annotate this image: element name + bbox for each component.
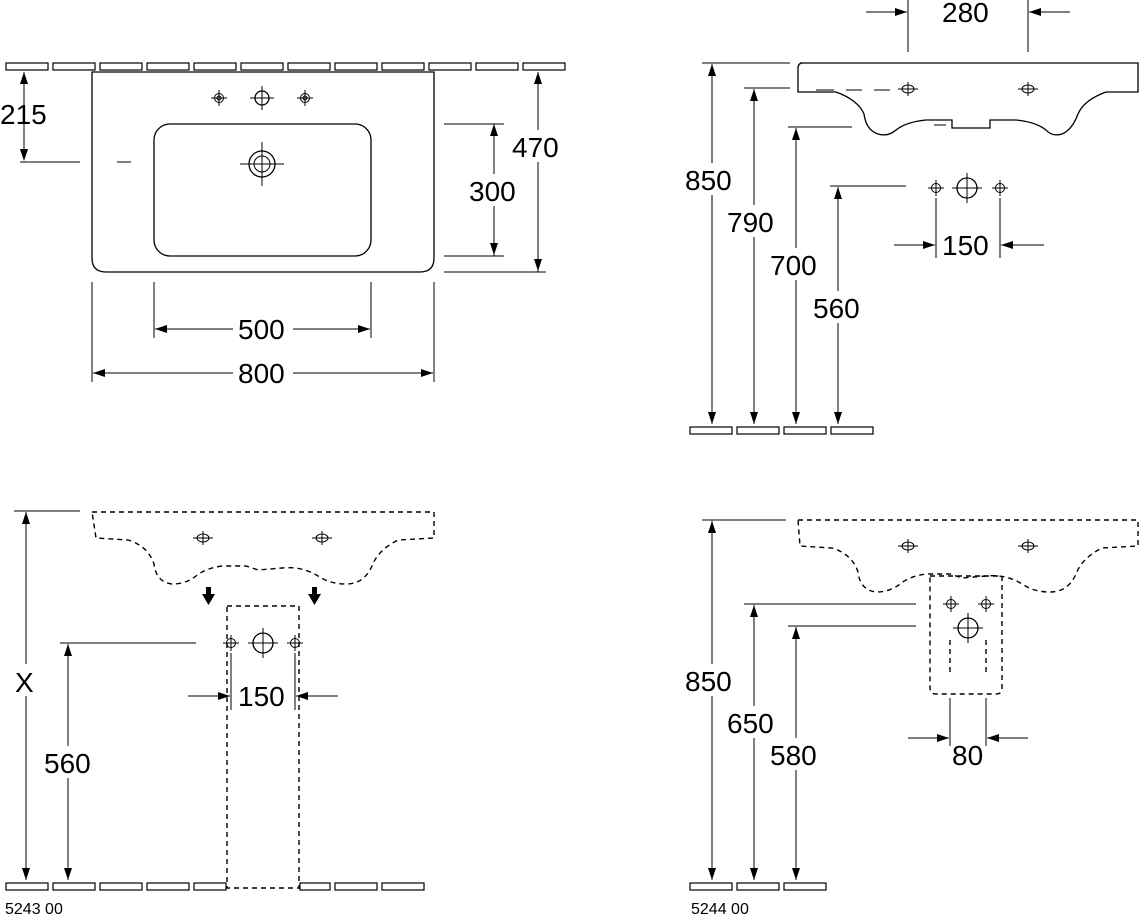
dimension-215-label: 215 [0, 99, 47, 130]
dimension-650-label: 650 [727, 708, 774, 739]
dimension-700: 700 [768, 128, 822, 424]
dimension-80: 80 [908, 698, 1028, 771]
dimension-x: X [12, 512, 42, 880]
tap-hole-right-icon [296, 89, 314, 107]
dimension-850: 850 [684, 64, 738, 424]
waste-hole-icon [953, 613, 983, 643]
fixing-hole-left-icon [193, 531, 213, 545]
dimension-215: 215 [0, 72, 80, 163]
dimension-560-label: 560 [813, 293, 860, 324]
pedestal-dashed-outline [226, 605, 300, 889]
drain-icon [240, 142, 284, 186]
side-view: 280 150 85 [684, 0, 1139, 435]
dimension-x-label: X [15, 667, 34, 698]
dimension-500: 500 [153, 282, 372, 345]
dimension-790: 790 [726, 89, 780, 424]
dimension-150: 150 [894, 198, 1044, 261]
dimension-150-label: 150 [238, 681, 285, 712]
valve-holes-icon [927, 173, 1009, 203]
dimension-300: 300 [444, 123, 520, 257]
dimension-800: 800 [91, 282, 435, 389]
product-code: 5243 00 [5, 901, 63, 918]
dimension-150-label: 150 [942, 230, 989, 261]
dimension-790-label: 790 [727, 207, 774, 238]
tap-hole-center-icon [250, 86, 274, 110]
valve-holes-icon [222, 628, 304, 658]
dimension-580-label: 580 [770, 740, 817, 771]
bowl-outline [153, 123, 372, 257]
dimension-560: 560 [812, 187, 866, 424]
basin-dashed-outline [91, 511, 435, 585]
fixing-hole-right-icon [1018, 539, 1038, 553]
dimension-850: 850 [684, 521, 738, 880]
dimension-650: 650 [726, 605, 780, 880]
fixing-hole-left-icon [898, 539, 918, 553]
fixing-hole-right-icon [1018, 82, 1038, 96]
dimension-580: 580 [768, 627, 822, 880]
dimension-500-label: 500 [238, 314, 285, 345]
floor-bars [689, 882, 827, 891]
product-code: 5244 00 [691, 901, 749, 918]
tap-hole-left-icon [942, 595, 960, 613]
dimension-850-label: 850 [685, 165, 732, 196]
wall-bars [5, 62, 566, 71]
fixing-hole-right-icon [312, 531, 332, 545]
basin-outline [91, 71, 435, 273]
tap-hole-right-icon [977, 595, 995, 613]
dimension-280: 280 [866, 0, 1070, 52]
floor-bars [689, 426, 874, 435]
dimension-470-label: 470 [512, 132, 559, 163]
semipedestal-dashed-outline [929, 575, 1003, 695]
dimension-470: 470 [444, 72, 564, 273]
dimension-280-label: 280 [942, 0, 989, 28]
dimension-150: 150 [188, 653, 338, 712]
dimension-700-label: 700 [770, 250, 817, 281]
tap-hole-left-icon [210, 89, 228, 107]
fixing-hole-left-icon [898, 82, 918, 96]
top-view: 215 470 300 500 [0, 62, 566, 389]
arrow-down-left-icon [202, 587, 215, 605]
floor-bars [5, 882, 425, 891]
dimension-80-label: 80 [952, 740, 983, 771]
dimension-560: 560 [42, 644, 96, 880]
dimension-850-label: 850 [685, 666, 732, 697]
pedestal-view: 150 X 560 5243 [5, 510, 435, 918]
dimension-560-label: 560 [44, 748, 91, 779]
semipedestal-view: 80 850 650 580 [684, 519, 1139, 918]
dimension-800-label: 800 [238, 358, 285, 389]
basin-dashed-outline [797, 519, 1139, 593]
arrow-down-right-icon [308, 587, 321, 605]
dimension-300-label: 300 [469, 176, 516, 207]
basin-front-outline [797, 62, 1139, 136]
